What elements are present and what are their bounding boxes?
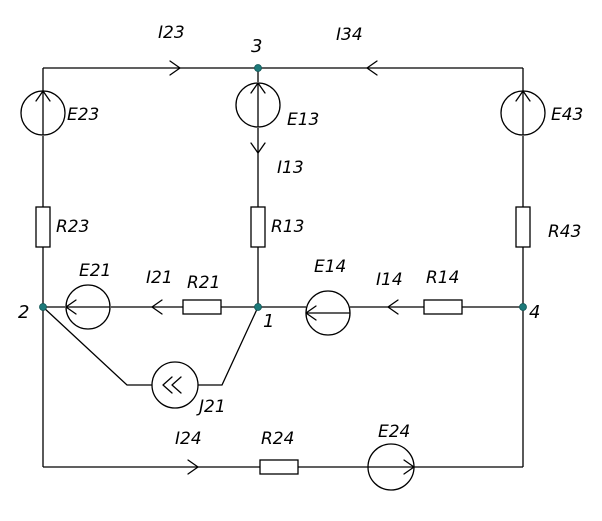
label-j21: J21 — [196, 397, 226, 417]
node-2-label: 2 — [18, 302, 29, 323]
arrow-i21 — [151, 299, 163, 315]
label-e23: E23 — [67, 105, 99, 125]
node-1-label: 1 — [263, 311, 274, 332]
node-4-dot — [519, 303, 527, 311]
component-labels: I23 I34 E23 E13 E43 I13 R23 R13 R43 E21 … — [56, 23, 583, 449]
source-e14 — [305, 290, 351, 336]
resistor-r14 — [423, 299, 463, 315]
node-3-label: 3 — [251, 36, 262, 57]
nodes — [39, 64, 527, 311]
resistor-r21 — [182, 299, 222, 315]
node-1-dot — [254, 303, 262, 311]
label-i14: I14 — [376, 270, 403, 290]
resistors — [35, 206, 531, 475]
label-r43: R43 — [548, 222, 581, 242]
label-r23: R23 — [56, 217, 89, 237]
node-3-dot — [254, 64, 262, 72]
wire-j21-right — [198, 306, 259, 386]
arrow-i34 — [366, 60, 378, 76]
label-e13: E13 — [287, 110, 319, 130]
label-i34: I34 — [336, 25, 363, 45]
node-labels: 3 1 2 4 — [18, 36, 540, 332]
label-i23: I23 — [158, 23, 185, 43]
source-e13 — [235, 82, 281, 128]
label-r21: R21 — [187, 273, 220, 293]
resistor-r43 — [515, 206, 531, 248]
label-e24: E24 — [378, 422, 410, 442]
arrow-i23 — [169, 60, 181, 76]
arrow-i13 — [250, 142, 266, 154]
label-i21: I21 — [146, 268, 173, 288]
label-i24: I24 — [175, 429, 202, 449]
label-i13: I13 — [277, 158, 304, 178]
wire-j21-left — [42, 306, 152, 386]
wires — [42, 67, 524, 468]
source-j21 — [151, 361, 199, 409]
source-e23 — [20, 90, 66, 136]
resistor-r23 — [35, 206, 51, 248]
node-4-label: 4 — [529, 302, 540, 323]
label-e14: E14 — [314, 257, 346, 277]
current-arrows — [151, 60, 399, 475]
label-e43: E43 — [551, 105, 583, 125]
label-r13: R13 — [271, 217, 304, 237]
source-e21 — [65, 284, 111, 330]
label-r14: R14 — [426, 268, 459, 288]
node-2-dot — [39, 303, 47, 311]
source-e24 — [367, 443, 415, 491]
resistor-r24 — [259, 459, 299, 475]
resistor-r13 — [250, 206, 266, 248]
arrow-i24 — [187, 459, 199, 475]
arrow-i14 — [387, 299, 399, 315]
source-e43 — [500, 90, 546, 136]
label-e21: E21 — [79, 261, 111, 281]
emf-sources — [20, 82, 546, 491]
label-r24: R24 — [261, 429, 294, 449]
